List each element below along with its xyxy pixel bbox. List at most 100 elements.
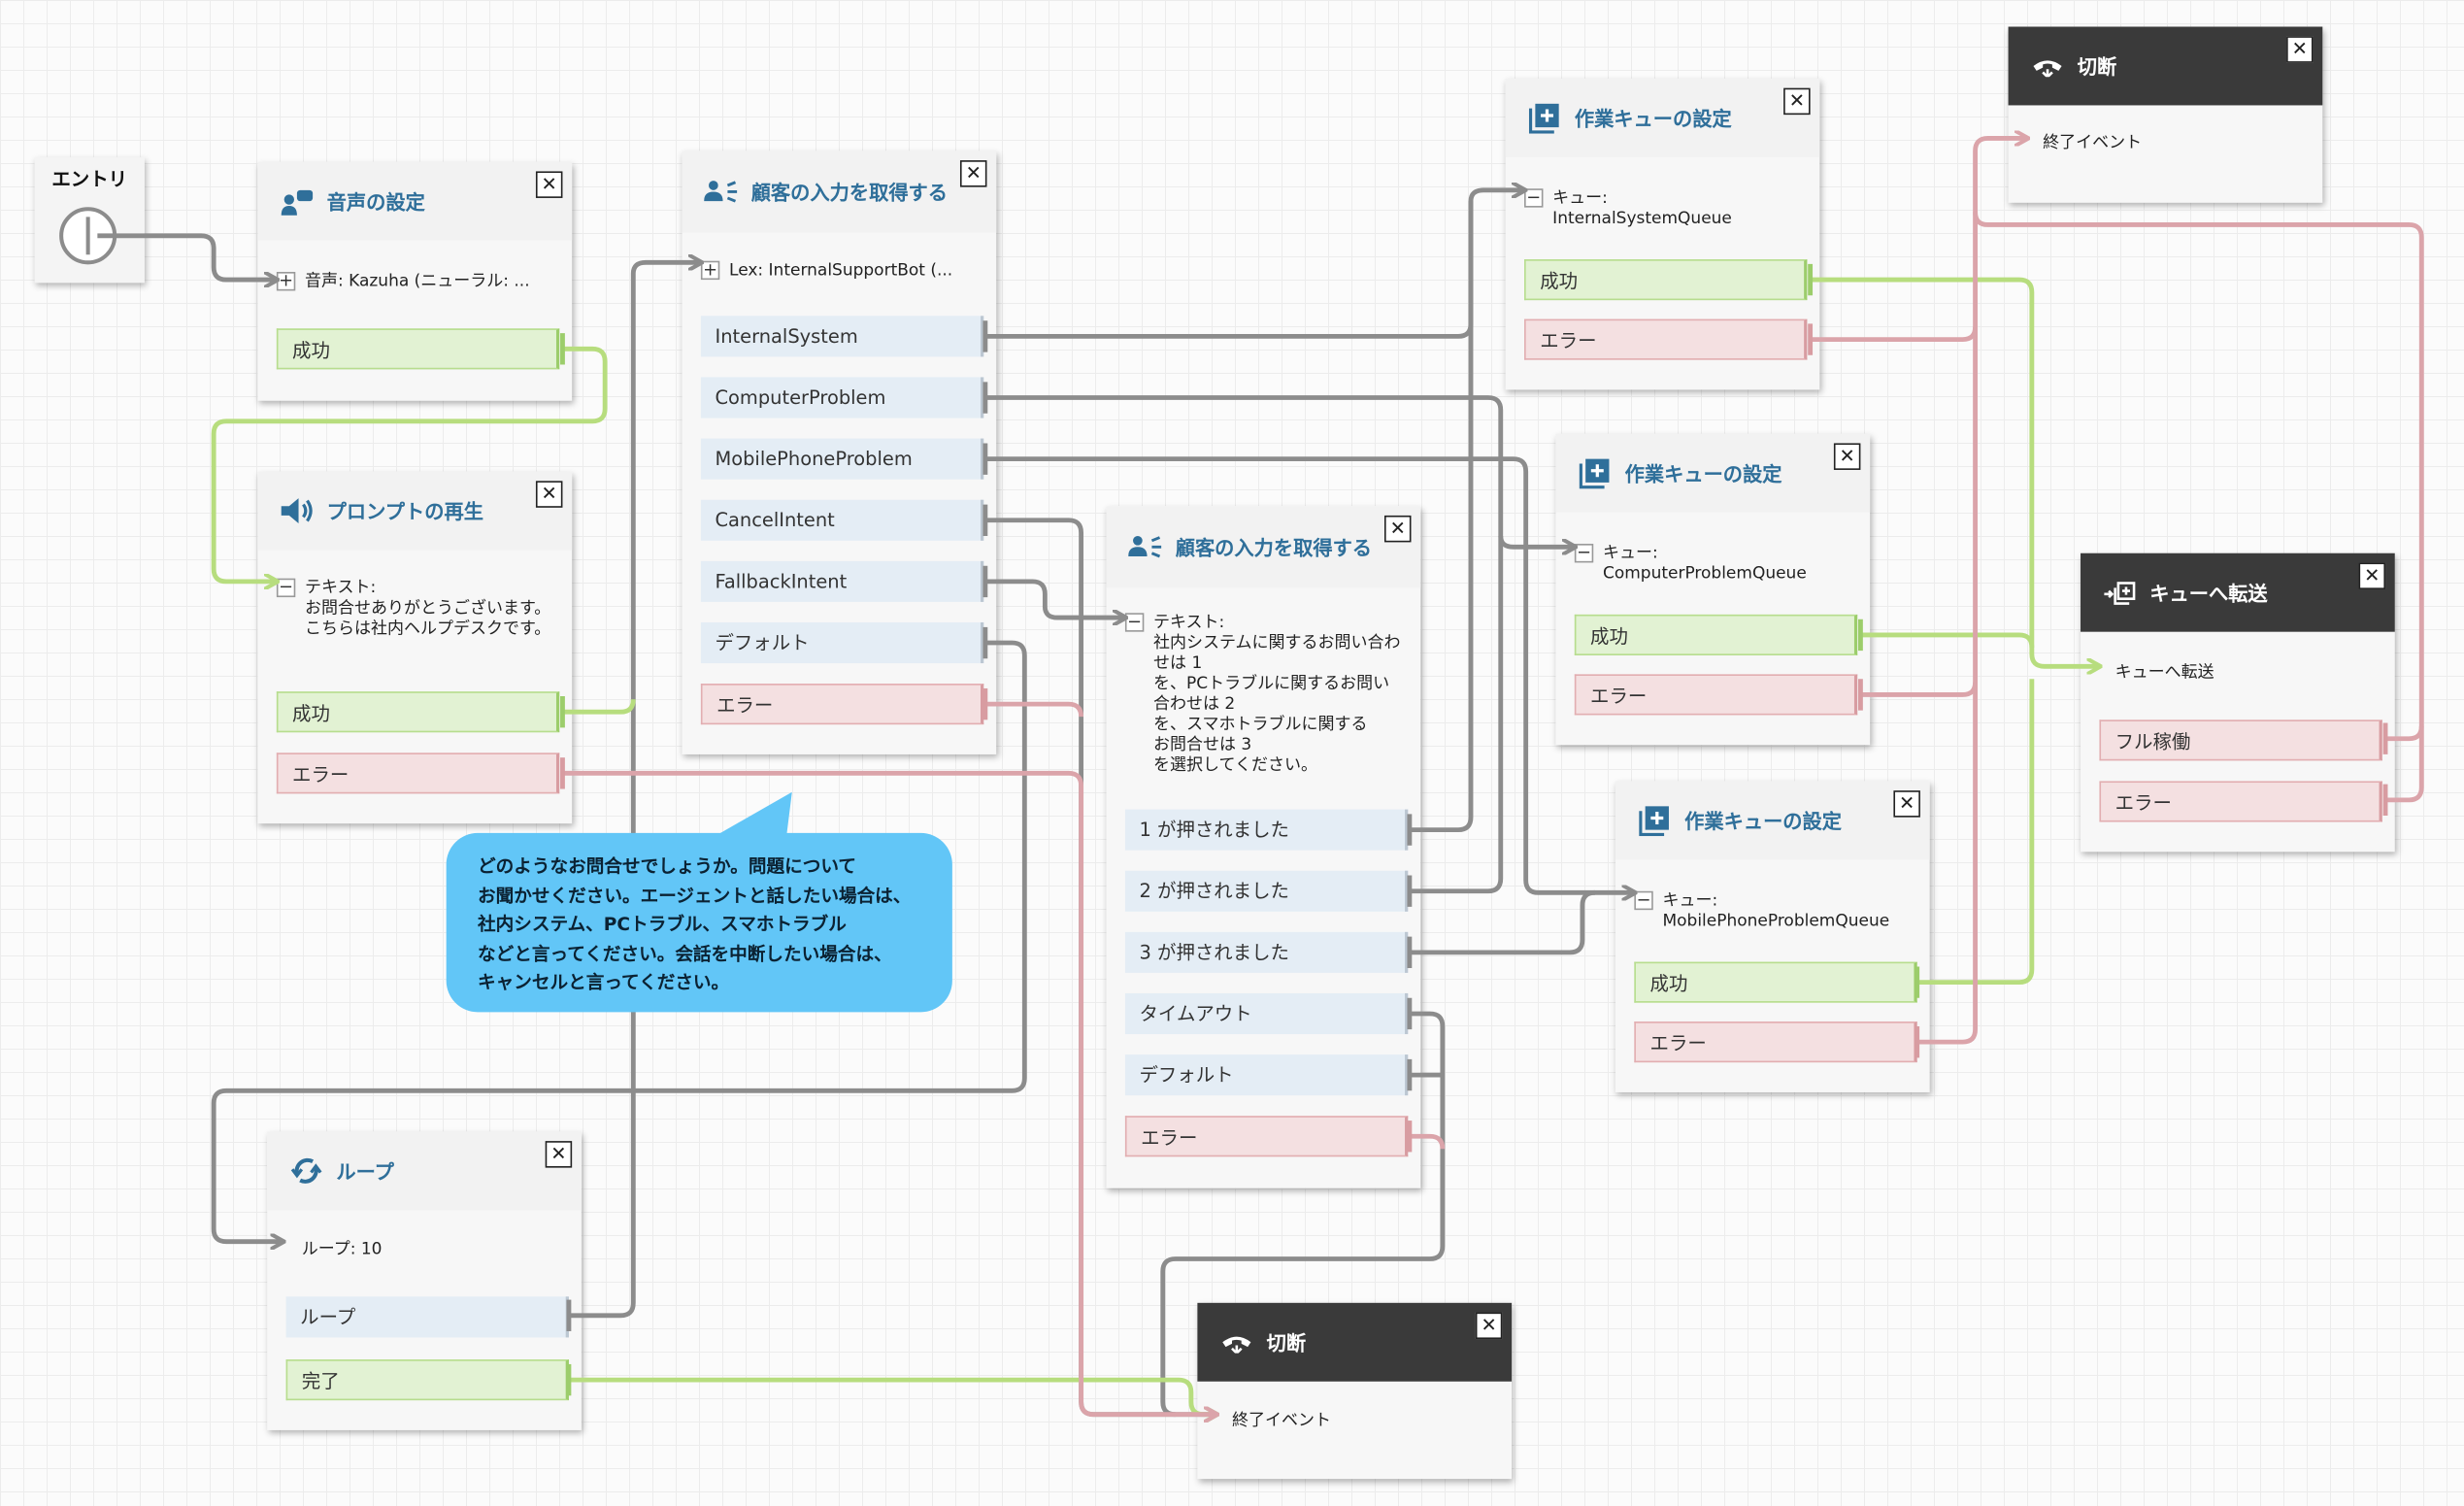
- block-title: 顧客の入力を取得する: [750, 180, 949, 204]
- close-icon[interactable]: ✕: [1833, 443, 1861, 470]
- speaker-icon: [280, 493, 315, 528]
- branch-loop[interactable]: ループ: [285, 1296, 569, 1338]
- wire-fallback-input2: [984, 579, 1125, 618]
- queue-label: キュー:: [1602, 544, 1658, 563]
- queue-name: ComputerProblemQueue: [1602, 564, 1807, 584]
- expand-plus-icon[interactable]: +: [700, 260, 720, 281]
- param-row: −テキスト: お問合せありがとうございます。こちらは社内ヘルプデスクです。: [276, 578, 553, 640]
- close-icon[interactable]: ✕: [1783, 87, 1811, 116]
- close-icon[interactable]: ✕: [2358, 562, 2386, 589]
- branch-success[interactable]: 成功: [1524, 259, 1808, 301]
- branch-computerproblem[interactable]: ComputerProblem: [700, 377, 984, 418]
- branch-error[interactable]: エラー: [1634, 1021, 1917, 1063]
- param-row: +音声: Kazuha (ニューラル: ...: [276, 272, 553, 292]
- end-event-label: 終了イベント: [2043, 133, 2143, 153]
- branch-timeout[interactable]: タイムアウト: [1124, 992, 1409, 1035]
- block-transfer-to-queue[interactable]: キューへ転送 ✕ キューへ転送 フル稼働 エラー: [2081, 552, 2395, 853]
- block-title: 作業キューの設定: [1574, 106, 1732, 130]
- wire-queue2-error: [1860, 326, 1979, 697]
- branch-default[interactable]: デフォルト: [700, 621, 984, 664]
- branch-success[interactable]: 成功: [1574, 614, 1858, 655]
- block-header: 作業キューの設定 ✕: [1505, 78, 1820, 157]
- prompt-text: テキスト: お問合せありがとうございます。こちらは社内ヘルプデスクです。: [305, 578, 551, 639]
- branch-internalsystem[interactable]: InternalSystem: [700, 316, 984, 357]
- expand-plus-icon[interactable]: +: [276, 272, 296, 291]
- branch-press-3[interactable]: 3 が押されました: [1124, 931, 1409, 973]
- block-set-voice[interactable]: 音声の設定 ✕ +音声: Kazuha (ニューラル: ... 成功: [257, 161, 573, 401]
- block-header: 切断 ✕: [2008, 26, 2323, 106]
- branch-error[interactable]: エラー: [700, 684, 984, 725]
- queue-name: MobilePhoneProblemQueue: [1662, 911, 1890, 931]
- wire-press3-queue3: [1409, 889, 1596, 955]
- block-disconnect-bottom[interactable]: 切断 ✕ 終了イベント: [1197, 1302, 1513, 1480]
- block-header: 顧客の入力を取得する ✕: [1106, 506, 1421, 588]
- block-header: プロンプトの再生 ✕: [257, 471, 573, 551]
- block-header: キューへ転送 ✕: [2081, 552, 2395, 632]
- block-title: プロンプトの再生: [326, 498, 483, 523]
- block-disconnect-top[interactable]: 切断 ✕ 終了イベント: [2008, 26, 2323, 203]
- loop-param: ループ: 10: [301, 1240, 383, 1259]
- block-loop[interactable]: ループ ✕ ループ: 10 ループ 完了: [267, 1131, 582, 1430]
- voice-settings-icon: [280, 184, 315, 218]
- branch-success[interactable]: 成功: [276, 691, 560, 733]
- block-title: キューへ転送: [2149, 581, 2268, 605]
- close-icon[interactable]: ✕: [1475, 1312, 1503, 1340]
- block-play-prompt[interactable]: プロンプトの再生 ✕ −テキスト: お問合せありがとうございます。こちらは社内ヘ…: [257, 471, 573, 824]
- queue-label: キュー:: [1662, 890, 1718, 911]
- block-set-working-queue-mobile[interactable]: 作業キューの設定 ✕ −キュー:MobilePhoneProblemQueue …: [1615, 781, 1930, 1092]
- wire-queue1-error-disconnect: [1810, 138, 2027, 343]
- close-icon[interactable]: ✕: [2286, 36, 2314, 63]
- branch-error[interactable]: エラー: [276, 753, 560, 794]
- collapse-minus-icon[interactable]: −: [1124, 613, 1145, 632]
- branch-error[interactable]: エラー: [1574, 674, 1858, 716]
- entry-start-icon: [59, 207, 117, 265]
- close-icon[interactable]: ✕: [535, 481, 563, 508]
- wire-queue2-transfer: [1860, 632, 2035, 649]
- collapse-minus-icon[interactable]: −: [276, 578, 296, 598]
- block-set-working-queue-computer[interactable]: 作業キューの設定 ✕ −キュー:ComputerProblemQueue 成功 …: [1555, 433, 1871, 746]
- param-row: −テキスト: 社内システムに関するお問い合わせは 1 を、PCトラブルに関するお…: [1124, 613, 1402, 776]
- input2-text: テキスト: 社内システムに関するお問い合わせは 1 を、PCトラブルに関するお問…: [1153, 613, 1401, 775]
- close-icon[interactable]: ✕: [959, 160, 987, 187]
- block-title: 顧客の入力を取得する: [1175, 535, 1373, 559]
- branch-error[interactable]: エラー: [2099, 781, 2382, 822]
- lex-param: Lex: InternalSupportBot (...: [729, 260, 953, 281]
- block-get-customer-input-lex[interactable]: 顧客の入力を取得する ✕ + Lex: InternalSupportBot (.…: [682, 151, 997, 754]
- branch-cancelintent[interactable]: CancelIntent: [700, 499, 984, 541]
- customer-input-icon: [704, 175, 739, 210]
- branch-fallbackintent[interactable]: FallbackIntent: [700, 560, 984, 602]
- collapse-minus-icon[interactable]: −: [1634, 890, 1653, 911]
- branch-mobilephoneproblem[interactable]: MobilePhoneProblem: [700, 438, 984, 480]
- param-row: −キュー:InternalSystemQueue: [1524, 188, 1801, 229]
- branch-press-1[interactable]: 1 が押されました: [1124, 809, 1409, 851]
- loop-icon: [289, 1154, 324, 1188]
- block-title: ループ: [336, 1158, 394, 1183]
- block-title: 切断: [1266, 1330, 1307, 1355]
- branch-error[interactable]: エラー: [1524, 318, 1808, 360]
- close-icon[interactable]: ✕: [1383, 515, 1412, 543]
- close-icon[interactable]: ✕: [545, 1141, 573, 1168]
- end-event-label: 終了イベント: [1231, 1411, 1331, 1430]
- branch-success[interactable]: 成功: [276, 328, 560, 370]
- wire-input1-error: [984, 701, 1084, 718]
- block-header: ループ ✕: [267, 1131, 582, 1211]
- block-header: 音声の設定 ✕: [257, 161, 573, 241]
- wire-prompt-input1: [562, 699, 636, 715]
- wire-loopdone-disconnect: [568, 1377, 1216, 1415]
- branch-done[interactable]: 完了: [285, 1359, 569, 1401]
- entry-label: エントリ: [51, 168, 128, 190]
- block-title: 作業キューの設定: [1624, 461, 1782, 485]
- close-icon[interactable]: ✕: [535, 171, 563, 198]
- block-set-working-queue-internal[interactable]: 作業キューの設定 ✕ −キュー:InternalSystemQueue 成功 エ…: [1505, 78, 1820, 390]
- collapse-minus-icon[interactable]: −: [1524, 188, 1544, 208]
- block-title: 作業キューの設定: [1684, 808, 1843, 833]
- branch-at-capacity[interactable]: フル稼働: [2099, 720, 2382, 761]
- block-get-customer-input-dtmf[interactable]: 顧客の入力を取得する ✕ −テキスト: 社内システムに関するお問い合わせは 1 …: [1106, 506, 1421, 1188]
- branch-error[interactable]: エラー: [1124, 1116, 1409, 1157]
- close-icon[interactable]: ✕: [1893, 790, 1920, 818]
- branch-success[interactable]: 成功: [1634, 961, 1917, 1003]
- branch-default[interactable]: デフォルト: [1124, 1054, 1409, 1096]
- branch-press-2[interactable]: 2 が押されました: [1124, 870, 1409, 912]
- collapse-minus-icon[interactable]: −: [1574, 544, 1594, 563]
